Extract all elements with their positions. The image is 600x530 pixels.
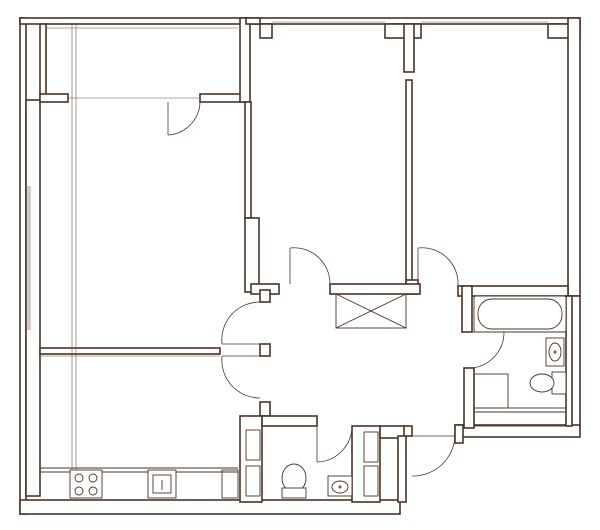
toilet-icon	[281, 463, 307, 499]
fridge	[221, 469, 239, 499]
bathtub-icon	[473, 295, 567, 333]
sink-icon	[147, 469, 177, 499]
wc-shafts	[245, 429, 379, 497]
stove-icon	[69, 469, 103, 499]
interior-walls	[39, 17, 573, 503]
windows	[27, 21, 548, 500]
sink-icon	[327, 475, 353, 497]
toilet-icon	[529, 371, 567, 395]
outer-walls	[19, 17, 581, 515]
bathroom-cabinet	[473, 373, 567, 427]
ventilation-shaft-icon	[335, 293, 407, 329]
sink-icon	[545, 337, 565, 367]
